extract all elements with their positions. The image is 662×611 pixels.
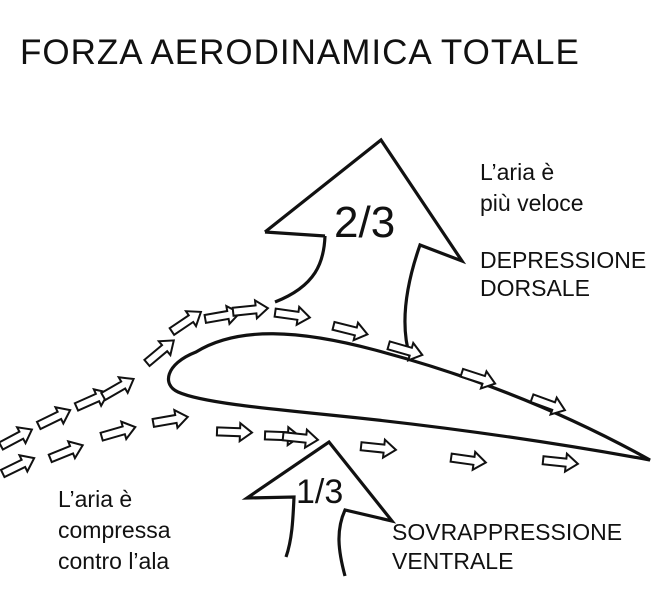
bottom-note-line-2: compressa — [58, 517, 171, 543]
diagram-title: FORZA AERODINAMICA TOTALE — [20, 33, 580, 72]
top-label-line-2: DORSALE — [480, 275, 590, 301]
bottom-label: SOVRAPPRESSIONE VENTRALE — [392, 519, 628, 574]
bottom-note-line-3: contro l’ala — [58, 548, 169, 574]
bottom-note: L’aria è compressa contro l’ala — [58, 486, 177, 574]
lower-force-fraction: 1/3 — [296, 473, 343, 511]
airflow-arrow-14 — [0, 453, 36, 479]
airflow-arrow-8 — [231, 298, 270, 321]
airflow-arrow-9 — [273, 304, 312, 327]
airflow-arrows — [0, 298, 580, 479]
lower-force-arrow — [241, 439, 397, 577]
upper-force-fraction: 2/3 — [334, 198, 395, 247]
airflow-arrow-7 — [203, 304, 242, 326]
top-note-line-2: più veloce — [480, 190, 584, 216]
top-label: DEPRESSIONE DORSALE — [480, 247, 653, 301]
airflow-arrow-23 — [541, 451, 580, 474]
airflow-arrow-18 — [215, 421, 254, 444]
airflow-arrow-6 — [168, 310, 203, 337]
top-note: L’aria è più veloce — [480, 159, 584, 216]
airflow-arrow-10 — [331, 320, 370, 342]
airflow-arrow-20 — [281, 427, 320, 450]
top-label-line-1: DEPRESSIONE — [480, 247, 646, 273]
airflow-arrow-4 — [99, 375, 136, 402]
airflow-arrow-1 — [0, 425, 34, 451]
upper-force-arrow — [264, 137, 467, 358]
airflow-arrow-16 — [99, 420, 137, 442]
airflow-arrow-5 — [142, 339, 176, 368]
bottom-label-line-1: SOVRAPPRESSIONE — [392, 519, 622, 545]
airflow-arrow-15 — [47, 439, 85, 464]
airflow-arrow-21 — [359, 437, 398, 460]
airflow-arrow-13 — [529, 393, 567, 417]
airflow-arrow-22 — [449, 449, 488, 472]
airflow-arrow-2 — [35, 405, 72, 431]
wing-profile — [167, 332, 651, 462]
top-note-line-1: L’aria è — [480, 159, 554, 185]
airflow-arrow-12 — [459, 367, 497, 391]
bottom-label-line-2: VENTRALE — [392, 548, 513, 574]
airflow-arrow-17 — [151, 408, 190, 430]
bottom-note-line-1: L’aria è — [58, 486, 132, 512]
airflow-arrow-11 — [386, 340, 424, 362]
